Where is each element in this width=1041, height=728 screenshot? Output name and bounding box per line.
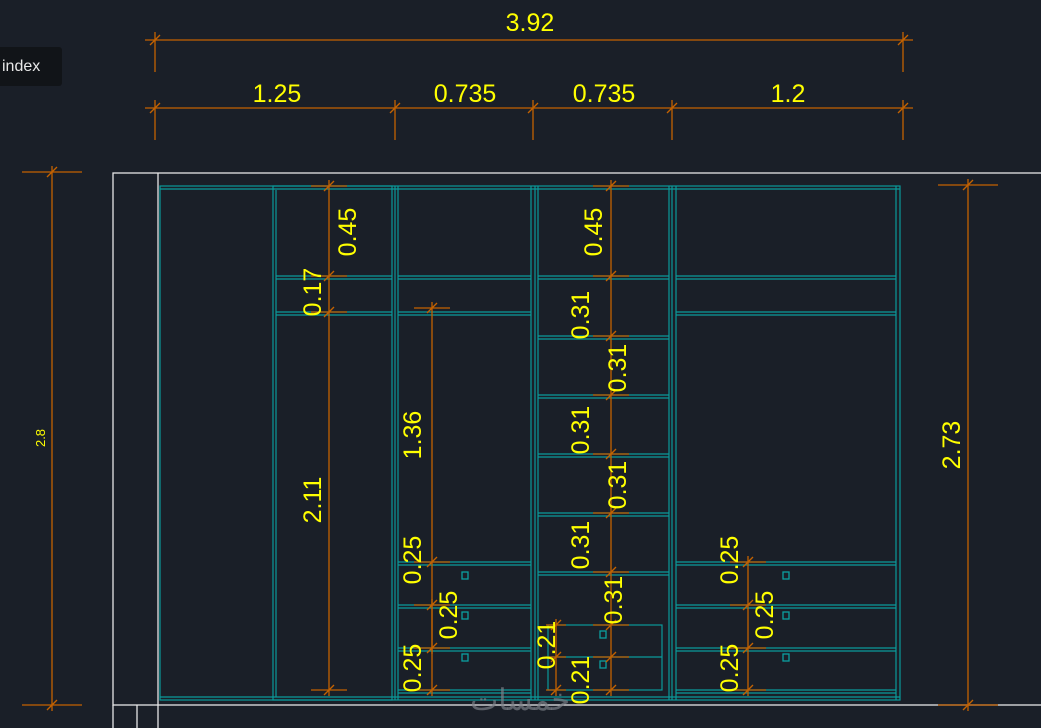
- dim-label: 0.31: [604, 461, 632, 510]
- dim-tick: [605, 180, 617, 192]
- dim-tick: [962, 179, 974, 191]
- drawer-knob-icon: [461, 611, 469, 620]
- dim-segment-4: 1.2: [771, 80, 806, 108]
- dim-tick: [426, 599, 438, 611]
- dim-segment-2: 0.735: [434, 80, 497, 108]
- dim-label: 1.36: [399, 411, 427, 460]
- dim-tick: [149, 34, 161, 46]
- dim-tick: [426, 684, 438, 696]
- dim-tick: [550, 651, 562, 663]
- dim-tick: [389, 102, 401, 114]
- dimension-lines: [22, 32, 998, 711]
- dim-tick: [742, 556, 754, 568]
- drawer-knobs: [461, 571, 790, 669]
- dim-overall-width: 3.92: [506, 9, 555, 37]
- dim-tick: [605, 270, 617, 282]
- dim-tick: [605, 651, 617, 663]
- dim-tick: [962, 699, 974, 711]
- dim-tick: [605, 619, 617, 631]
- dim-tick: [426, 556, 438, 568]
- dim-tick: [149, 102, 161, 114]
- drawer-knob-icon: [782, 611, 790, 620]
- dim-tick: [742, 684, 754, 696]
- dim-tick: [426, 302, 438, 314]
- dim-label: 0.25: [716, 644, 744, 693]
- dim-label: 0.31: [567, 406, 595, 455]
- dim-tick: [742, 599, 754, 611]
- dim-tick: [527, 102, 539, 114]
- dim-label: 0.31: [567, 521, 595, 570]
- dim-total-height: 2.8: [33, 429, 48, 447]
- wardrobe-elevation: [159, 185, 901, 701]
- dim-label: 0.31: [600, 576, 628, 625]
- dim-segment-1: 1.25: [253, 80, 302, 108]
- dim-label: 0.21: [533, 621, 561, 670]
- dim-segment-3: 0.735: [573, 80, 636, 108]
- dim-label: 0.31: [604, 344, 632, 393]
- dim-tick: [605, 684, 617, 696]
- dim-label: 0.25: [435, 591, 463, 640]
- dim-label: 0.45: [334, 208, 362, 257]
- dim-label: 0.21: [567, 656, 595, 705]
- dim-tick: [323, 306, 335, 318]
- wall-frame: [112, 172, 1041, 728]
- index-tab[interactable]: index: [0, 47, 62, 86]
- dim-tick: [897, 102, 909, 114]
- dim-label: 0.45: [580, 208, 608, 257]
- dim-label: 0.31: [567, 291, 595, 340]
- drawer-knob-icon: [599, 660, 607, 669]
- drawer-knob-icon: [461, 653, 469, 662]
- dim-tick: [605, 507, 617, 519]
- dim-interior-height: 2.73: [938, 421, 966, 470]
- dim-tick: [897, 34, 909, 46]
- dim-label: 0.17: [299, 268, 327, 317]
- dimension-labels: 3.92 1.25 0.735 0.735 1.2 2.8 2.73 0.450…: [33, 9, 966, 704]
- dim-tick: [46, 699, 58, 711]
- dim-tick: [323, 684, 335, 696]
- dim-label: 0.25: [399, 536, 427, 585]
- dim-tick: [550, 684, 562, 696]
- dim-tick: [666, 102, 678, 114]
- drawer-knob-icon: [782, 653, 790, 662]
- dim-tick: [550, 619, 562, 631]
- dim-label: 0.25: [399, 644, 427, 693]
- dim-tick: [426, 642, 438, 654]
- drawer-knob-icon: [782, 571, 790, 580]
- dim-tick: [323, 180, 335, 192]
- drawer-knob-icon: [599, 630, 607, 639]
- dim-tick: [46, 166, 58, 178]
- dim-tick: [605, 389, 617, 401]
- dim-tick: [742, 642, 754, 654]
- dim-tick: [605, 448, 617, 460]
- drawer-knob-icon: [461, 571, 469, 580]
- dim-tick: [605, 330, 617, 342]
- dim-label: 2.11: [299, 477, 327, 524]
- dim-label: 0.25: [751, 591, 779, 640]
- dim-tick: [605, 566, 617, 578]
- dim-label: 0.25: [716, 536, 744, 585]
- watermark-logo: خمسات: [470, 684, 570, 717]
- dim-tick: [323, 270, 335, 282]
